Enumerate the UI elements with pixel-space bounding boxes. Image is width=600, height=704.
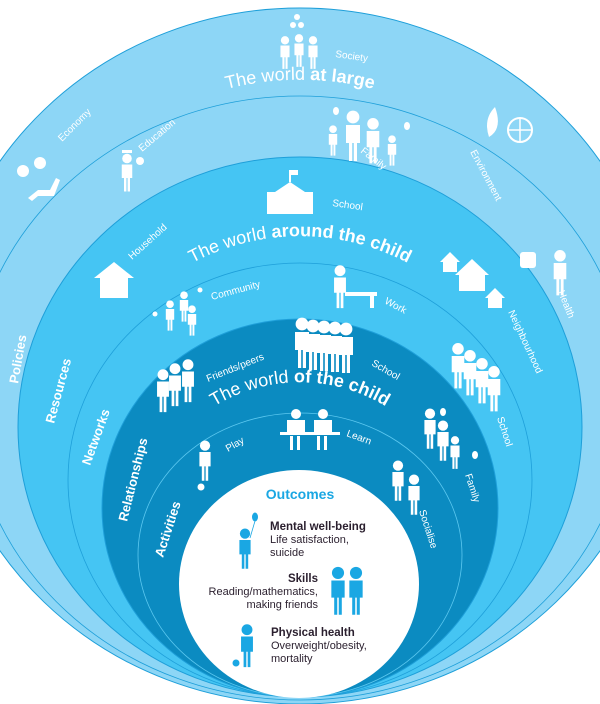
society-icon — [280, 14, 318, 69]
family-of-child-icon — [424, 408, 478, 469]
household-icon — [94, 262, 134, 298]
learn-icon — [280, 409, 340, 450]
label-school-around: School — [332, 198, 364, 213]
ring-divider — [0, 95, 600, 701]
outcome-detail: suicide — [270, 547, 305, 559]
outcomes-core — [179, 470, 419, 698]
physical-health-icon — [232, 624, 253, 668]
work-icon — [334, 265, 377, 309]
health-icon — [520, 250, 567, 296]
economy-icon — [17, 157, 60, 201]
outcome-heading: Physical health — [271, 627, 355, 639]
outcome-physical-health: Physical health Overweight/obesity, mort… — [271, 627, 367, 666]
outcome-mental-wellbeing: Mental well-being Life satisfaction, sui… — [270, 521, 366, 560]
outcome-detail: Life satisfaction, — [270, 534, 349, 546]
outcome-detail: making friends — [246, 599, 318, 611]
neighbourhood-icon — [440, 252, 505, 308]
play-icon — [197, 440, 211, 491]
mental-wellbeing-icon — [239, 512, 258, 569]
outcome-detail: Reading/mathematics, — [208, 586, 318, 598]
outcome-heading: Mental well-being — [270, 521, 366, 533]
label-society: Society — [335, 49, 369, 64]
outcome-skills: Skills Reading/mathematics, making frien… — [200, 573, 318, 612]
outcome-heading: Skills — [287, 573, 318, 585]
outcomes-title: Outcomes — [265, 486, 335, 502]
education-icon — [121, 150, 144, 192]
outcome-detail: mortality — [271, 653, 313, 665]
environment-icon — [487, 107, 533, 143]
school-building-icon — [267, 170, 313, 214]
outcome-detail: Overweight/obesity, — [271, 640, 367, 652]
family-icon — [328, 107, 410, 166]
community-icon — [152, 287, 203, 336]
